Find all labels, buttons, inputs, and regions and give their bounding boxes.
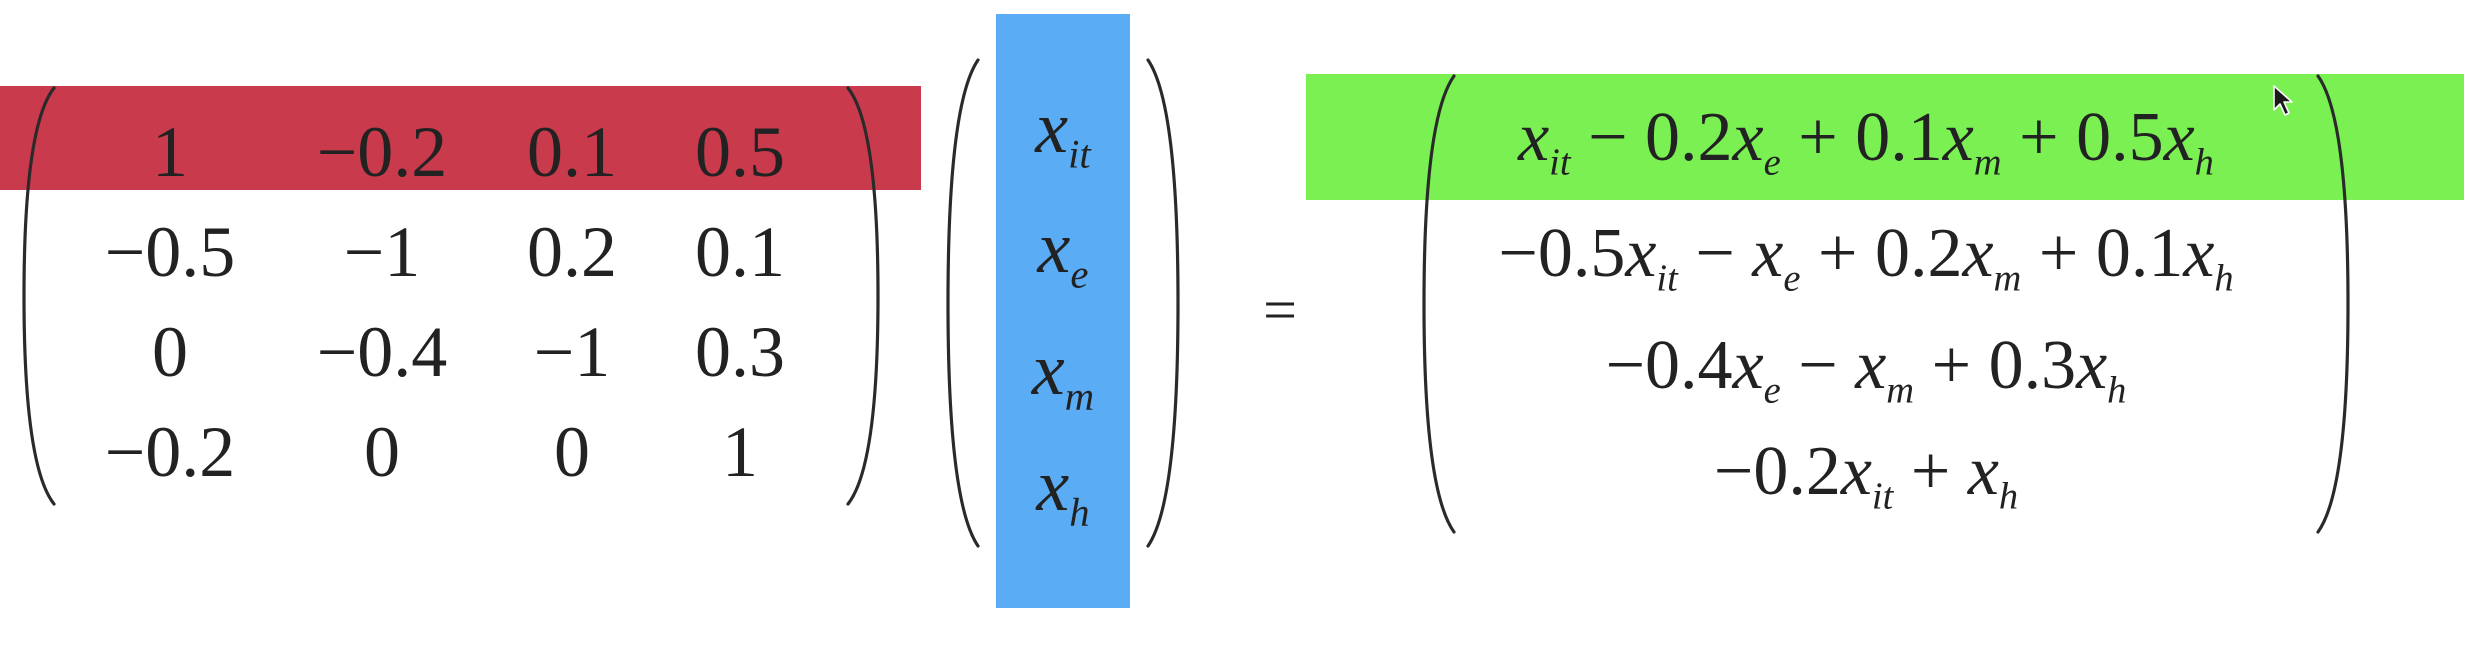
result-term-sub: e [1763, 369, 1781, 412]
result-row: −0.2xit + xh [1316, 432, 2416, 516]
result-row: −0.4xe − xm + 0.3xh [1316, 326, 2416, 410]
vector-column-highlight [996, 14, 1130, 608]
result-term-var: x [2163, 99, 2195, 176]
vector-subscript: h [1069, 489, 1090, 535]
result-term-op: + 0.5 [2001, 99, 2164, 176]
matrix-cell: 0 [554, 412, 590, 492]
result-term-var: x [1967, 433, 1999, 510]
result-term-op: −0.2 [1713, 433, 1841, 510]
result-term-op: + 0.2 [1800, 215, 1963, 292]
matrix-cell: −1 [533, 312, 611, 392]
result-term-op: + 0.1 [1780, 99, 1943, 176]
matrix-cell: 1 [152, 112, 188, 192]
result-term-sub: it [1549, 141, 1571, 184]
result-right-paren [2316, 74, 2350, 534]
result-term-sub: it [1871, 475, 1894, 518]
result-term-sub: m [1993, 257, 2022, 300]
result-term-op: − 0.2 [1570, 99, 1733, 176]
matrix-cell: 0.5 [695, 112, 785, 192]
result-term-sub: h [2194, 141, 2214, 184]
result-row: −0.5xit − xe + 0.2xm + 0.1xh [1316, 214, 2416, 298]
result-term-sub: h [2214, 257, 2234, 300]
vector-var: x [1036, 445, 1070, 527]
result-term-var: x [2076, 327, 2108, 404]
result-left-paren [1422, 74, 1456, 534]
result-term-var: x [1752, 215, 1784, 292]
result-term-sub: m [1973, 141, 2002, 184]
vector-subscript: m [1064, 373, 1095, 419]
result-term-op: −0.4 [1605, 327, 1733, 404]
matrix-cell: 0.1 [527, 112, 617, 192]
vector-var: x [1031, 329, 1065, 411]
matrix-cell: 0.2 [527, 212, 617, 292]
mouse-pointer-icon [2273, 85, 2293, 116]
matrix-cell: −0.2 [104, 412, 236, 492]
result-row: xit − 0.2xe + 0.1xm + 0.5xh [1316, 98, 2416, 182]
vector-entry: xe [983, 207, 1143, 294]
vector-subscript: it [1068, 131, 1091, 177]
vector-entry: xh [983, 445, 1143, 532]
result-term-op: −0.5 [1498, 215, 1626, 292]
result-term-sub: h [2107, 369, 2127, 412]
vector-var: x [1037, 207, 1071, 289]
matrix-cell: −0.2 [316, 112, 448, 192]
result-term-var: x [1732, 99, 1764, 176]
result-term-op: − [1780, 327, 1856, 404]
matrix-cell: 0.1 [695, 212, 785, 292]
vector-entry: xit [983, 87, 1143, 174]
result-term-op: + 0.1 [2021, 215, 2184, 292]
result-term-op: + [1893, 433, 1968, 510]
result-term-var: x [1732, 327, 1764, 404]
result-term-sub: e [1763, 141, 1781, 184]
vector-right-paren [1146, 58, 1180, 548]
matrix-right-paren [846, 86, 880, 506]
result-term-var: x [1840, 433, 1872, 510]
result-term-var: x [1518, 99, 1550, 176]
matrix-cell: 0.3 [695, 312, 785, 392]
result-term-var: x [1942, 99, 1974, 176]
vector-var: x [1035, 87, 1069, 169]
matrix-cell: 1 [722, 412, 758, 492]
vector-left-paren [946, 58, 980, 548]
matrix-cell: −0.5 [104, 212, 236, 292]
result-term-op: + 0.3 [1914, 327, 2077, 404]
matrix-row-1-highlight [0, 86, 921, 190]
result-term-sub: e [1783, 257, 1801, 300]
matrix-cell: 0 [364, 412, 400, 492]
result-term-sub: it [1656, 257, 1678, 300]
result-term-sub: h [1998, 475, 2019, 518]
result-term-var: x [2183, 215, 2215, 292]
equals-sign: = [1263, 277, 1297, 343]
result-term-var: x [1855, 327, 1887, 404]
result-row-1-highlight [1306, 74, 2464, 200]
result-term-sub: m [1886, 369, 1915, 412]
matrix-left-paren [22, 86, 56, 506]
vector-subscript: e [1070, 251, 1089, 297]
matrix-cell: −0.4 [316, 312, 448, 392]
result-term-op: − [1677, 215, 1753, 292]
matrix-cell: −1 [343, 212, 421, 292]
vector-entry: xm [983, 329, 1143, 416]
result-term-var: x [1625, 215, 1657, 292]
result-term-var: x [1962, 215, 1994, 292]
matrix-cell: 0 [152, 312, 188, 392]
